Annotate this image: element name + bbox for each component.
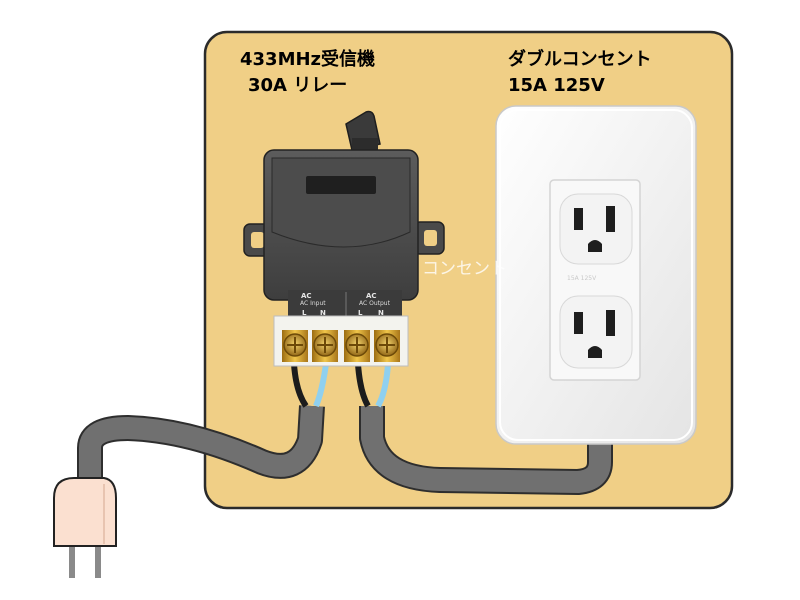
- svg-text:L: L: [302, 309, 307, 317]
- plug-body: [53, 477, 117, 547]
- relay-rating: 30A リレー: [248, 75, 348, 96]
- duplex-outlet-icon: 15A 125V: [495, 105, 697, 445]
- receptacle-top: [559, 193, 633, 265]
- svg-text:AC: AC: [366, 292, 377, 300]
- svg-text:AC Input: AC Input: [300, 300, 326, 307]
- svg-text:AC Output: AC Output: [359, 300, 391, 307]
- outlet-rating: 15A 125V: [508, 75, 605, 96]
- outlet-title: ダブルコンセント: [508, 49, 652, 70]
- relay-input-terminal-label: AC AC Input L N: [300, 292, 326, 317]
- relay-receiver-icon: AC AC Input L N AC AC Output L N: [243, 110, 445, 367]
- svg-text:AC: AC: [301, 292, 312, 300]
- relay-title: 433MHz受信機: [240, 49, 376, 70]
- power-plug-icon: [53, 477, 117, 578]
- relay-output-terminal-label: AC AC Output L N: [358, 292, 391, 317]
- outlet-face-text: 15A 125V: [567, 275, 597, 282]
- svg-text:N: N: [320, 309, 326, 317]
- input-cable: [77, 405, 325, 492]
- svg-text:N: N: [378, 309, 384, 317]
- relay-antenna: [345, 110, 381, 152]
- relay-terminal-screws: [282, 330, 400, 362]
- watermark-text: コンセント: [422, 259, 507, 279]
- receptacle-bottom: [559, 295, 633, 369]
- relay-wires: [291, 363, 391, 408]
- output-cable: [359, 406, 613, 495]
- svg-text:L: L: [358, 309, 363, 317]
- relay-window: [306, 176, 376, 194]
